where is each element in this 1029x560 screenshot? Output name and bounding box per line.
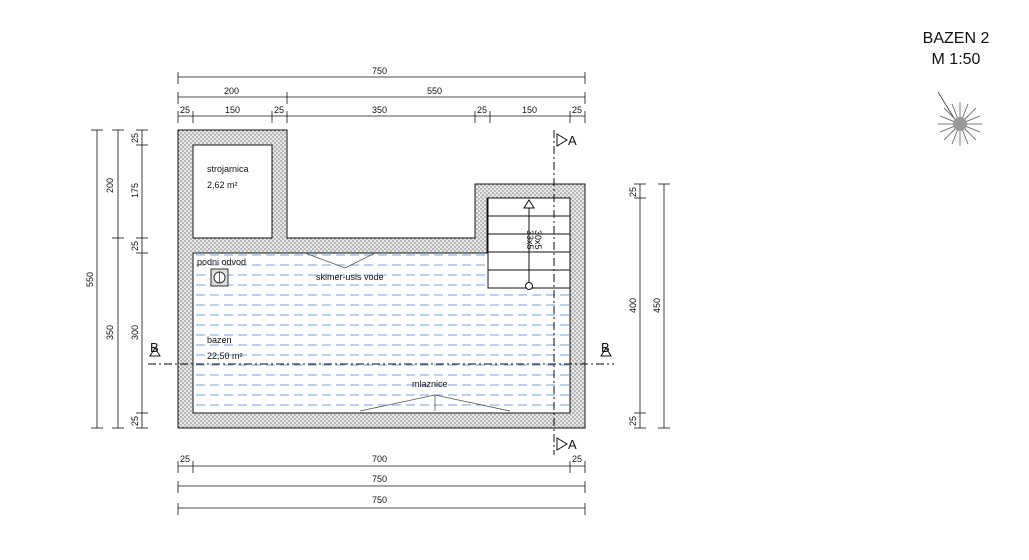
- pool-stairs: [487, 197, 571, 290]
- skimer-label: skimer-usis vode: [316, 272, 384, 282]
- strojarnica-label: strojarnica: [207, 164, 249, 174]
- section-a-bottom-label: A: [568, 437, 577, 452]
- pool-water: [193, 198, 570, 413]
- section-b-left-label: B: [150, 340, 159, 355]
- bazen-label: bazen: [207, 335, 232, 345]
- dim-left-pool: 300: [130, 325, 140, 340]
- north-arrow-icon: [937, 91, 982, 146]
- dim-top-right-seg: 150: [522, 105, 537, 115]
- dim-bottom-inner: 700: [372, 454, 387, 464]
- dim-left-w2: 25: [130, 241, 140, 251]
- dim-right-w-top: 25: [628, 187, 638, 197]
- dim-left-upper: 200: [105, 178, 115, 193]
- right-dimensions: [634, 183, 670, 429]
- dim-left-w1: 25: [130, 133, 140, 143]
- stair-dim-2: 30x5: [533, 230, 543, 250]
- bottom-dimensions: [177, 461, 586, 515]
- drawing-scale: M 1:50: [931, 51, 981, 68]
- section-a-top-label: A: [568, 133, 577, 148]
- dim-left-lower: 350: [105, 325, 115, 340]
- strojarnica-area: 2,62 m²: [207, 180, 238, 190]
- dim-bottom-overall-2: 750: [372, 495, 387, 505]
- dim-bottom-wl: 25: [180, 454, 190, 464]
- podni-odvod-label: podni odvod: [197, 257, 246, 267]
- top-dimensions: [177, 72, 586, 123]
- strojarnica-room: [192, 144, 273, 239]
- bazen-area: 22,50 m²: [207, 351, 243, 361]
- dim-top-w1: 25: [180, 105, 190, 115]
- dim-top-left: 200: [224, 86, 239, 96]
- dim-top-right: 550: [427, 86, 442, 96]
- section-b-right-label: B: [601, 340, 610, 355]
- dim-top-w2: 25: [274, 105, 284, 115]
- dim-left-room: 175: [130, 183, 140, 198]
- drawing-title: BAZEN 2: [922, 30, 990, 47]
- skimer-lines: [304, 252, 376, 269]
- dim-bottom-wr: 25: [572, 454, 582, 464]
- stair-dim-1: 33x5: [525, 230, 535, 250]
- dim-right-overall: 450: [652, 298, 662, 313]
- dim-top-overall: 750: [372, 66, 387, 76]
- dim-bottom-overall-1: 750: [372, 474, 387, 484]
- mlaznice-label: mlaznice: [412, 379, 448, 389]
- dim-right-w-bottom: 25: [628, 416, 638, 426]
- dim-left-w3: 25: [130, 416, 140, 426]
- dim-top-room: 150: [225, 105, 240, 115]
- dim-right-inner: 400: [628, 298, 638, 313]
- floor-drain-icon: [210, 268, 229, 287]
- left-dimensions: [91, 129, 148, 429]
- dim-top-w4: 25: [572, 105, 582, 115]
- dim-left-overall: 550: [85, 272, 95, 287]
- dim-top-mid: 350: [372, 105, 387, 115]
- dim-top-w3: 25: [477, 105, 487, 115]
